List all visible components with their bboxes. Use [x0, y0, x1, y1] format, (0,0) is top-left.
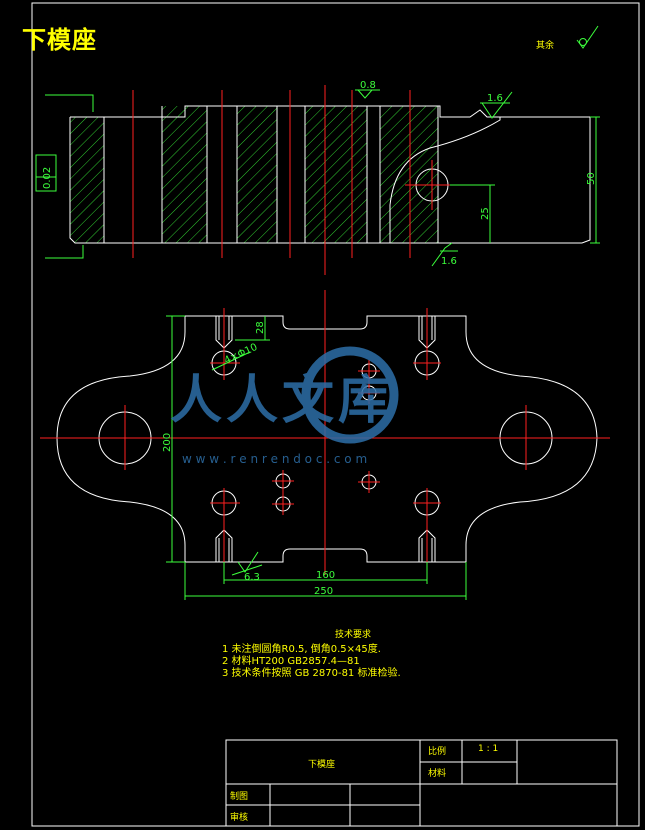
scale-label: 比例	[428, 747, 447, 757]
dim-height-label: 50	[586, 172, 597, 185]
material-label: 材料	[428, 769, 447, 779]
roughness-top-label: 0.8	[360, 80, 376, 91]
flatness-value: 0.02	[42, 167, 53, 189]
plan-view: 200 28 4×Φ10 6.3 160 250	[40, 290, 610, 600]
dim-hole-height-label: 25	[480, 207, 491, 220]
roughness-topright-symbol	[480, 91, 513, 119]
roughness-default-note: 其余	[536, 41, 555, 51]
watermark-text: 人人文库	[170, 371, 394, 431]
dim-200-label: 200	[162, 433, 173, 452]
chamfer-label: 6.3	[244, 572, 260, 583]
roughness-bottomright-label: 1.6	[441, 256, 457, 267]
tech-requirements-heading: 技术要求	[335, 630, 372, 640]
drawing-title: 下模座	[22, 26, 97, 54]
flatness-leader	[45, 94, 94, 112]
tech-requirement-item: 3 技术条件按照 GB 2870-81 标准检验.	[222, 668, 401, 679]
dim-160-label: 160	[316, 570, 335, 581]
section-view: 0.8 1.6 1.6 0.02 50 25	[35, 80, 600, 275]
title-block	[225, 739, 618, 827]
hatch-region	[380, 106, 438, 243]
chamfer-leader	[231, 564, 263, 576]
hatch-region	[70, 117, 104, 243]
checked-by-label: 审核	[230, 813, 249, 823]
part-name: 下模座	[308, 760, 336, 770]
scale-value: 1 : 1	[478, 744, 499, 754]
dim-28-label: 28	[255, 321, 266, 334]
hatch-region	[162, 106, 207, 243]
drawn-by-label: 制图	[230, 792, 249, 802]
watermark-url: w w w . r e n r e n d o c . c o m	[182, 452, 367, 466]
hatch-region	[237, 106, 277, 243]
flatness-frame	[35, 154, 57, 192]
section-outline-left	[69, 117, 390, 244]
hatch-region	[305, 106, 367, 243]
roughness-default-symbol	[576, 25, 599, 49]
roughness-top-symbol	[355, 89, 380, 99]
roughness-topright-label: 1.6	[487, 93, 503, 104]
roughness-bottomright-symbol	[431, 242, 458, 267]
hole-spec-label: 4×Φ10	[223, 342, 260, 367]
tech-requirement-item: 2 材料HT200 GB2857.4—81	[222, 656, 360, 667]
watermark: 人人文库 w w w . r e n r e n d o c . c o m	[170, 346, 399, 466]
chamfer-symbol	[237, 551, 259, 573]
section-outline	[70, 105, 591, 244]
flatness-leader-bottom	[45, 245, 84, 259]
tech-requirement-item: 1 未注倒圆角R0.5, 倒角0.5×45度.	[222, 644, 381, 655]
dim-250-label: 250	[314, 586, 333, 597]
hole-spec-leader	[211, 351, 251, 371]
